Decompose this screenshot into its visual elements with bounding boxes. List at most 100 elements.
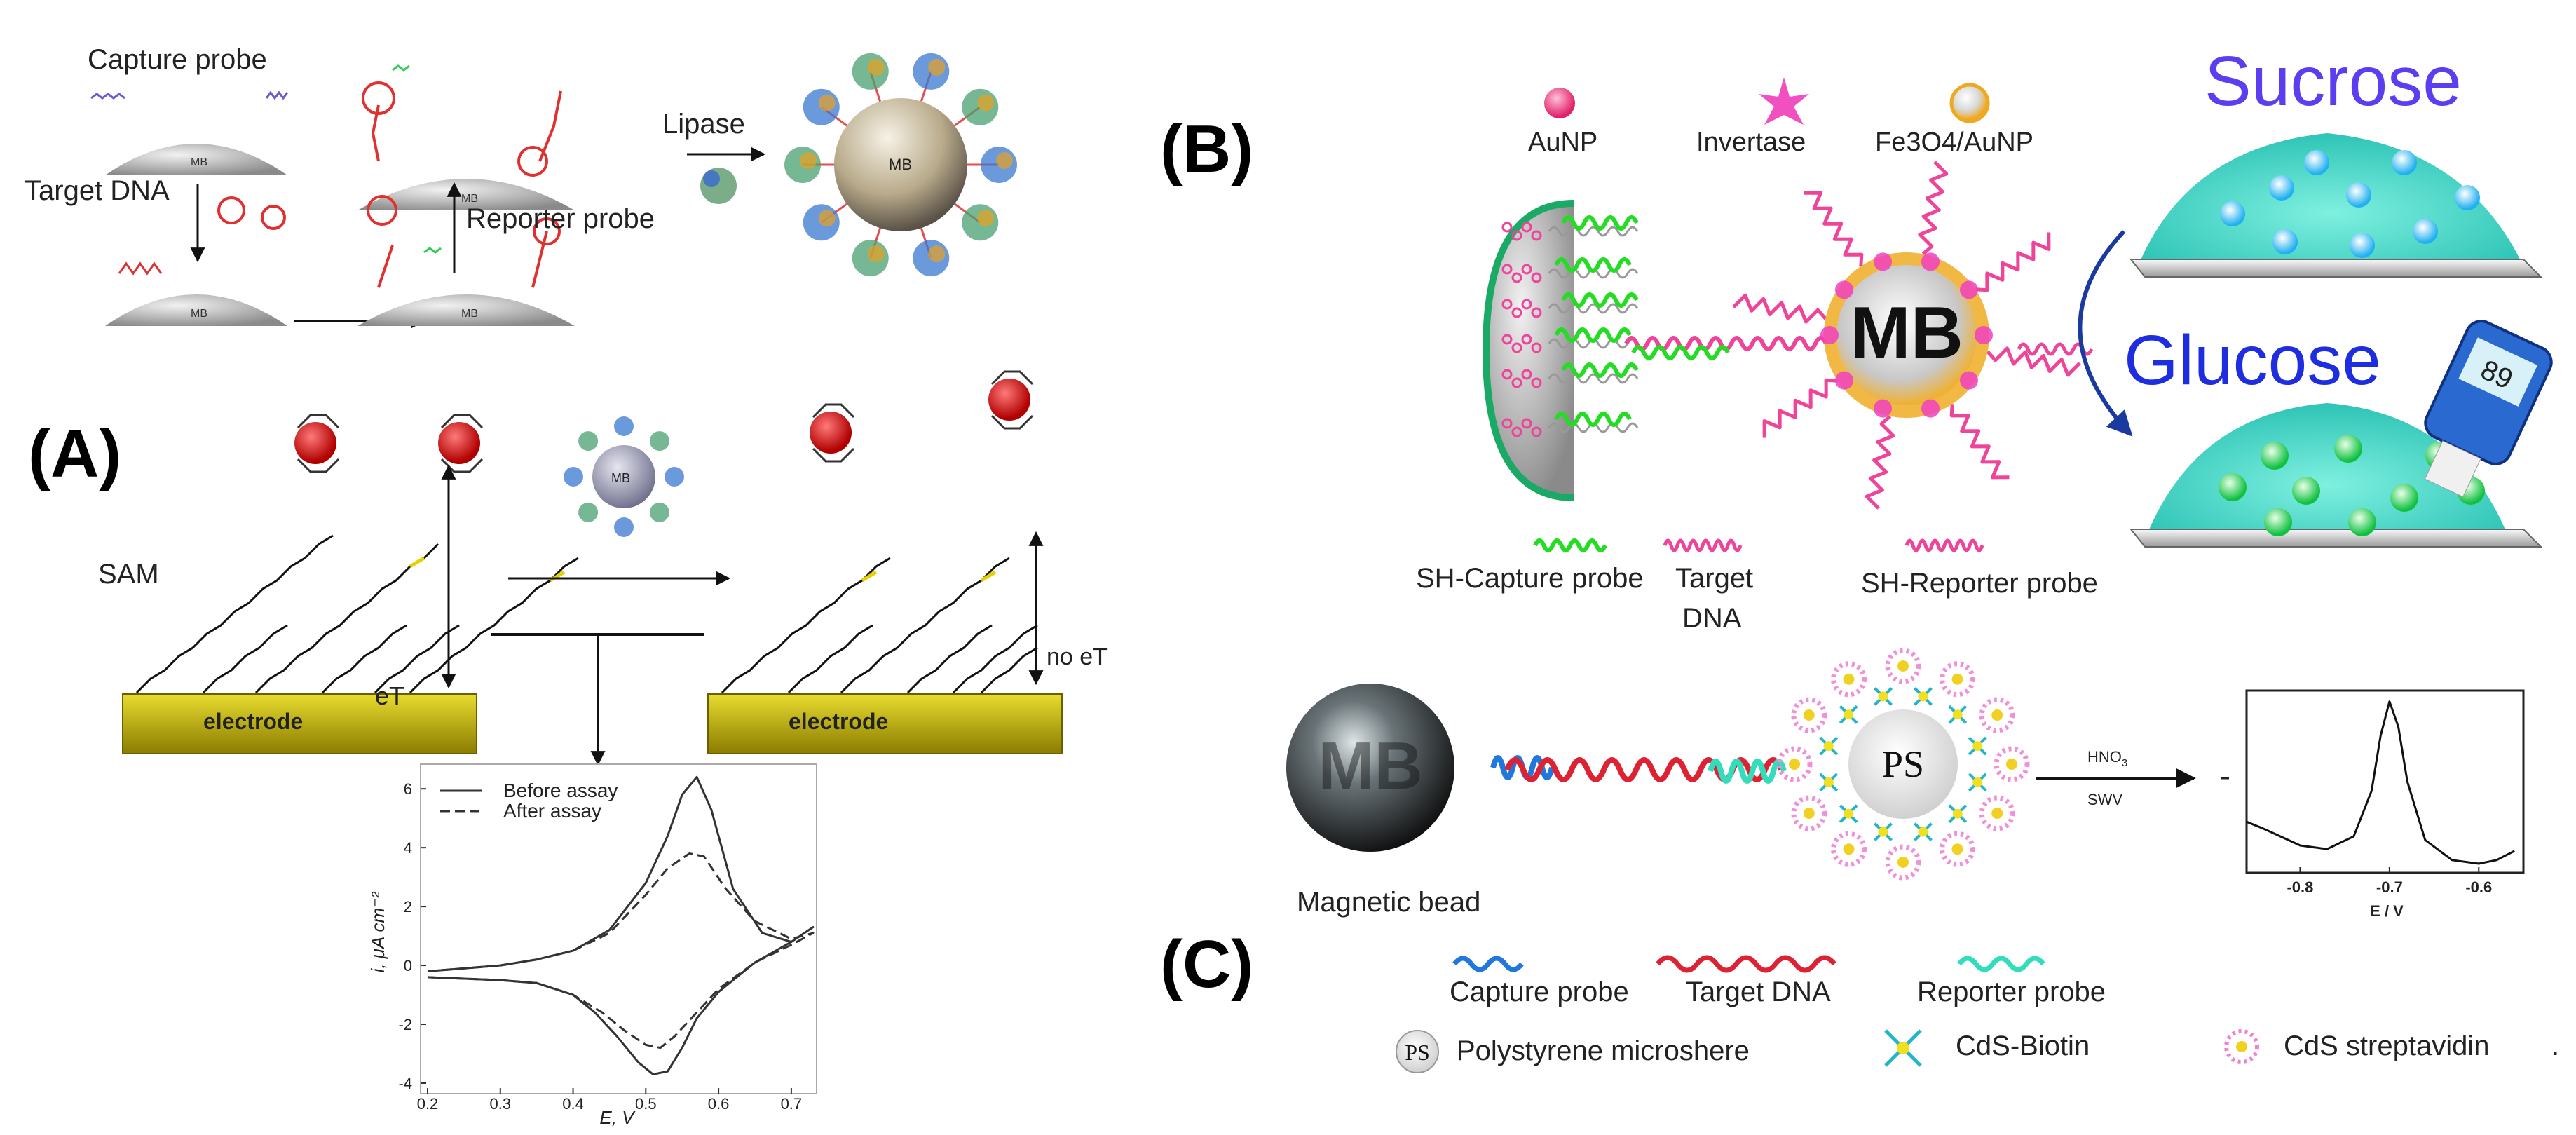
panel-label-a: (A) [28,416,121,491]
hybrid-strand-right [538,90,562,162]
glucose-molecule [2334,435,2362,463]
lipase-label: Lipase [662,109,745,140]
glucose-molecule [2292,477,2320,505]
capture-probe-strand [1561,215,1639,231]
cds-streptavidin-core [1789,759,1800,770]
bound-target-left [377,245,394,288]
ps-sphere [1848,709,1958,819]
c-reporter-strand [1708,759,1787,784]
glucose-drop [2145,403,2509,540]
cds-streptavidin [1885,844,1921,881]
cv-xtick-label: 0.4 [562,1095,584,1113]
sucrose-molecule [2346,182,2371,208]
panel-a: (A) Capture probe MB Target DNA MB MB MB… [25,44,1108,1128]
ferrocene-rings-left-1 [297,414,340,473]
sh-reporter-ray [1918,161,1949,256]
mb-core [1836,265,1977,405]
ferrocene-left-2 [438,422,480,464]
hno3-label: HNO3 [2087,748,2127,769]
sam-chains-right [721,557,1038,694]
sucrose-molecule [2304,150,2329,175]
cv-ytick-label: 2 [404,898,412,916]
cds-streptavidin-core [1991,808,2003,819]
legend-polystyrene-label: Polystyrene microshere [1457,1035,1750,1066]
cv-chart: E, V i, μA cm⁻² Before assay After assay… [367,763,817,1128]
thiol-anchor [1521,334,1532,345]
cv-series-before-assay [427,775,815,1075]
thiol-anchor [1521,264,1532,275]
sucrose-molecule [2269,175,2294,201]
cv-xtick-label: 0.6 [708,1095,730,1113]
sucrose-molecule [2350,233,2375,258]
target-label-line1: Target [1675,563,1753,594]
cds-streptavidin [1831,661,1867,698]
cds-biotin [1972,741,1983,752]
glucose-molecule [2219,473,2247,501]
target-coil-1 [217,196,245,224]
cds-streptavidin-core [1803,808,1815,819]
swv-xtick-label: -0.8 [2287,878,2313,896]
thiol-anchor [1531,307,1542,318]
aunp-label: AuNP [1528,128,1597,157]
mb-rays [1732,161,2094,510]
invertase-star [1921,252,1940,271]
thiol-anchor [1501,418,1513,429]
sucrose-plate [2129,259,2543,278]
legend-cds-strep-label: CdS streptavidin [2284,1031,2489,1061]
b-dna-strands [1501,215,1828,437]
lipase-enzyme-small [578,502,599,522]
reporter-strand-top [392,64,410,72]
cv-ytick-label: 0 [404,957,412,974]
sh-reporter-ray [1986,346,2081,377]
cds-streptavidin-core [1951,673,1963,685]
lipase-enzyme-detail [996,152,1013,169]
invertase-star [1959,280,1978,299]
magnetic-bead-2 [105,294,287,326]
legend-reporter-wave [1957,956,2045,972]
swv-series-cd [2246,700,2515,865]
capture-probe-strand [1561,362,1639,378]
capture-probe-strand [1554,412,1632,427]
glucose-molecules [2219,435,2485,536]
cv-ytick-label: -2 [398,1016,412,1033]
sh-reporter-ray [1865,414,1895,510]
cds-biotin [1823,777,1834,787]
lipase-enzyme-small [564,467,583,487]
cds-biotin [1844,709,1854,720]
bound-coil-left [367,195,397,226]
cv-xtick-label: 0.3 [489,1095,511,1113]
ferrocene-left-1 [294,422,336,464]
capture-probe-strand [1554,257,1632,273]
invertase-star [1921,399,1940,418]
swv-chart: Cd2+ E / V -0.8-0.7-0.6 [2221,689,2525,920]
thiol-anchor [1501,299,1513,310]
sh-reporter-ray [1949,404,2010,480]
legend-ps-text: PS [1405,1040,1430,1065]
cds-streptavidin [1776,746,1813,782]
cds-streptavidin-core [1843,843,1855,855]
cleavage-site [861,570,878,583]
cds-streptavidin [1940,661,1975,698]
lipase-enzyme-detail [977,210,995,227]
alkanethiol-chain [254,543,439,694]
swv-xtick-label: -0.7 [2376,878,2403,896]
cds-biotin [1823,741,1834,752]
legend-target-wave-b [1663,538,1743,552]
panel-b: (B) AuNP Invertase Fe3O4/AuNP MB SH-Capt… [1160,42,2553,634]
sam-chains-left [135,534,579,694]
alkanethiol-chain [202,624,288,694]
thiol-anchor [1501,334,1513,345]
capture-probe-strand-right [265,90,289,100]
invertase-star [1835,280,1854,299]
alkanethiol-chain [787,624,873,694]
legend-cds-biotin-label: CdS-Biotin [1956,1031,2090,1061]
mb-label-5: MB [889,156,912,173]
capture-probe-strand-left [90,93,125,100]
target-coil-2 [261,205,286,230]
sucrose-molecule [2455,185,2480,210]
aunp-icon [1544,88,1575,118]
alkanethiol-chain [135,534,334,694]
linker-chain [1548,373,1639,384]
lipase-enzyme-detail [818,210,836,227]
cv-legend-before: Before assay [503,780,618,801]
